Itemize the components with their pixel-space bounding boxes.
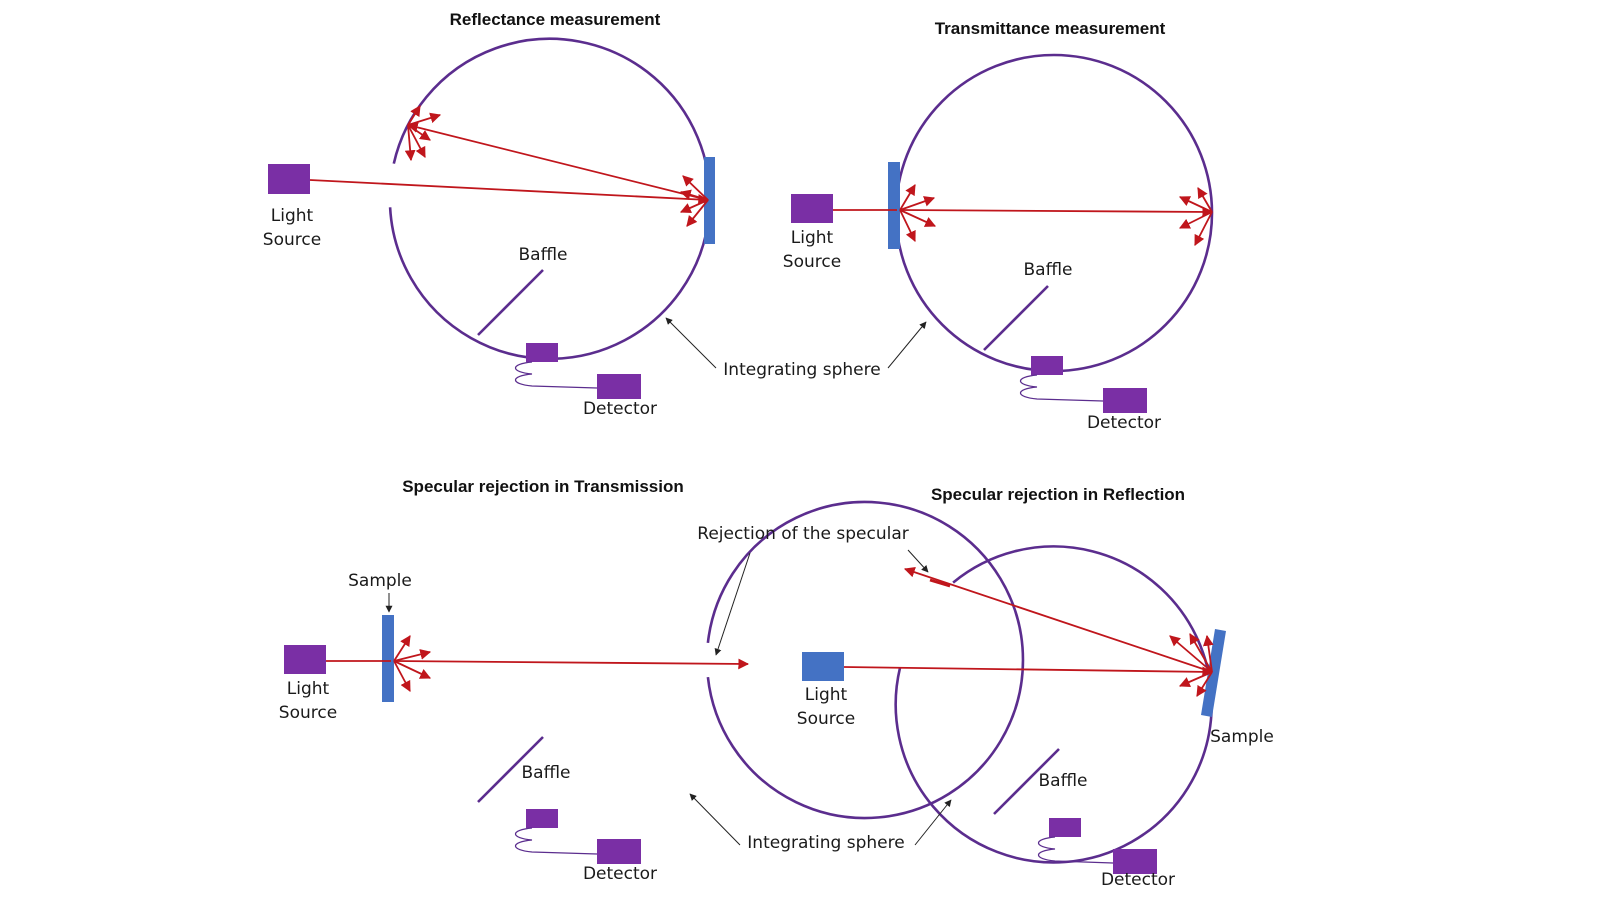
reflected-beam — [406, 122, 709, 201]
detector-port — [526, 343, 558, 362]
panel-title: Specular rejection in Reflection — [931, 485, 1185, 504]
detector-port — [526, 809, 558, 828]
baffle-line — [993, 748, 1060, 815]
integrating-sphere-outline — [894, 545, 1213, 864]
light-source-label-line1: Light — [791, 228, 834, 248]
detector-label: Detector — [583, 399, 657, 419]
light-source-box — [802, 652, 844, 681]
pointer-arrow — [714, 552, 751, 656]
baffle-label: Baffle — [1039, 771, 1088, 791]
transmitted-beam — [393, 658, 750, 670]
detector-port — [1031, 356, 1063, 375]
incident-beam — [309, 179, 710, 205]
panel-title: Reflectance measurement — [450, 10, 661, 29]
panel-title: Transmittance measurement — [935, 19, 1166, 38]
detector-label: Detector — [1101, 870, 1175, 890]
panel-specular-reflection: Specular rejection in Reflection Sample … — [797, 485, 1274, 890]
light-source-label-line2: Source — [263, 230, 321, 250]
light-source-box — [268, 164, 310, 194]
wall-scatter-arrows — [404, 105, 442, 162]
detector-cable — [1019, 374, 1104, 402]
light-source-label-line1: Light — [805, 685, 848, 705]
integrating-sphere-callout-top: Integrating sphere — [665, 317, 927, 380]
panel-reflectance: Reflectance measurement Light Source Baf… — [263, 10, 715, 419]
pointer-arrow — [665, 317, 717, 369]
sample-plate — [1201, 629, 1226, 717]
light-source-label-line2: Source — [279, 703, 337, 723]
panel-specular-transmission: Specular rejection in Transmission Sampl… — [279, 477, 1025, 884]
integrating-sphere-outline — [894, 53, 1214, 373]
pointer-arrow — [914, 799, 952, 846]
baffle-label: Baffle — [519, 245, 568, 265]
detector-box — [1103, 388, 1147, 413]
panel-title: Specular rejection in Transmission — [402, 477, 684, 496]
detector-cable — [514, 361, 598, 389]
rejection-of-specular-label: Rejection of the specular — [697, 524, 908, 544]
light-source-label-line2: Source — [783, 252, 841, 272]
light-source-label-line2: Source — [797, 709, 855, 729]
sample-label: Sample — [348, 571, 412, 591]
integrating-sphere-outline — [388, 37, 712, 361]
specular-beam — [903, 566, 1213, 673]
light-source-label-line1: Light — [271, 206, 314, 226]
integrating-sphere-callout-bottom: Integrating sphere — [689, 793, 952, 853]
detector-box — [1113, 849, 1157, 874]
sample-scatter-arrows — [679, 175, 709, 227]
sample-scatter-arrows — [393, 635, 432, 692]
baffle-label: Baffle — [522, 763, 571, 783]
detector-box — [597, 839, 641, 864]
pointer-arrow — [887, 321, 927, 369]
wall-scatter-arrows — [1179, 187, 1213, 246]
sample-scatter-arrows — [899, 184, 936, 242]
detector-cable — [514, 827, 598, 855]
pointer-arrow — [907, 549, 929, 573]
integrating-sphere-outline — [706, 500, 1025, 820]
sample-label: Sample — [1210, 727, 1274, 747]
baffle-label: Baffle — [1024, 260, 1073, 280]
rejection-callout: Rejection of the specular — [697, 524, 929, 656]
incident-beam — [843, 666, 1214, 678]
baffle-line — [983, 285, 1049, 351]
transmitted-beam — [899, 206, 1214, 218]
detector-cable — [1037, 836, 1114, 864]
integrating-sphere-label: Integrating sphere — [747, 833, 904, 853]
detector-label: Detector — [583, 864, 657, 884]
detector-port — [1049, 818, 1081, 837]
sample-plate — [382, 615, 394, 702]
detector-label: Detector — [1087, 413, 1161, 433]
integrating-sphere-label: Integrating sphere — [723, 360, 880, 380]
light-source-box — [284, 645, 326, 674]
light-source-box — [791, 194, 833, 223]
baffle-line — [477, 269, 544, 336]
sample-plate — [704, 157, 715, 244]
sample-scatter-arrows — [1169, 633, 1214, 697]
panel-transmittance: Transmittance measurement Light Source B… — [783, 19, 1214, 433]
pointer-arrow — [689, 793, 741, 846]
detector-box — [597, 374, 641, 399]
specular-port-edge — [929, 578, 951, 588]
sample-plate — [888, 162, 900, 249]
baffle-line — [477, 736, 544, 803]
light-source-label-line1: Light — [287, 679, 330, 699]
